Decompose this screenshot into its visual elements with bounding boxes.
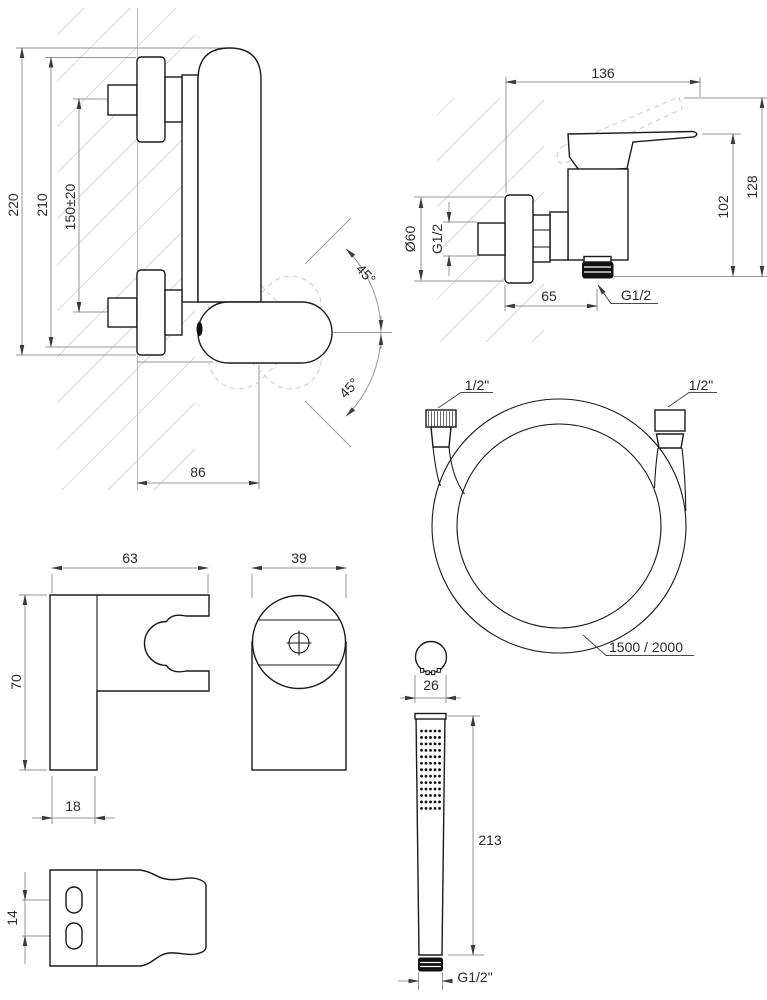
right-thread-leader	[667, 392, 717, 408]
left-thread-leader	[437, 392, 493, 409]
dim-head-diameter: 26	[423, 677, 439, 693]
dim-total-height: 220	[5, 193, 21, 217]
head-nozzle-teeth	[420, 668, 441, 676]
dim-slot-spacing: 14	[4, 910, 20, 926]
mixer-lever	[567, 130, 698, 173]
hose-nut-left	[425, 409, 457, 428]
front-dimension-lines	[418, 79, 765, 309]
holder-front-view	[251, 565, 347, 771]
holder-front-extensions	[251, 574, 347, 598]
side-extension-lines	[16, 47, 392, 489]
dim-escutcheon-span: 210	[34, 193, 50, 217]
handshower-view	[398, 640, 484, 990]
dim-mixer-body-height: 102	[715, 195, 731, 219]
dim-inlet-thread: G1/2	[429, 223, 445, 255]
mixer-handle-side	[197, 301, 333, 364]
adapter-top	[164, 76, 183, 123]
hose-inner-loop	[456, 423, 662, 629]
spray-face-dots	[420, 729, 441, 810]
mounting-slot	[65, 886, 83, 914]
dim-holder-front-width: 39	[291, 550, 307, 566]
hose-end-right	[653, 447, 659, 489]
label-handshower-thread: G1/2"	[457, 969, 493, 985]
hose-end-right	[681, 447, 687, 512]
dim-handshower-length: 213	[478, 832, 502, 848]
dim-holder-height: 70	[8, 674, 24, 690]
dim-escutcheon-diameter: Ø60	[402, 225, 418, 253]
handshower-cap	[414, 712, 447, 720]
label-outlet-thread: G1/2	[620, 287, 652, 303]
hose-end-left	[448, 446, 465, 495]
mixer-side-view	[16, 8, 392, 490]
handshower-thread	[418, 957, 443, 972]
mixer-body	[197, 47, 262, 303]
hose-nipple-right	[654, 409, 686, 432]
hose-outer-loop	[431, 398, 687, 654]
shower-hose-view	[425, 392, 717, 656]
label-hose-thread-left: 1/2"	[464, 377, 490, 393]
label-hose-length: 1500 / 2000	[609, 639, 683, 655]
holder-top-view	[22, 869, 207, 967]
nipple-taper	[655, 433, 685, 449]
dim-mixer-total-height: 128	[744, 175, 760, 199]
adapter-front	[532, 214, 551, 263]
inlet-pipe-top	[107, 84, 138, 116]
dim-depth-from-wall: 86	[190, 464, 206, 480]
hose-end-left	[432, 446, 442, 487]
dim-holder-width: 63	[122, 550, 138, 566]
outlet-thread	[582, 261, 614, 279]
handshower-head-top	[414, 640, 448, 674]
lever-ghost	[556, 96, 683, 164]
hose-nut-neck	[430, 426, 452, 448]
dim-mixer-width: 136	[591, 65, 615, 81]
holder-side-dimensions	[22, 565, 209, 821]
nut-knurling	[428, 411, 453, 426]
adapter-bottom	[164, 289, 183, 336]
dim-outlet-offset: 65	[541, 288, 557, 304]
inlet-pipe-bottom	[107, 297, 138, 328]
holder-side-outline	[49, 594, 210, 771]
outlet-seat	[583, 255, 612, 263]
handshower-dimensions	[398, 695, 476, 984]
body-wall-connector	[549, 211, 569, 261]
escutcheon-front	[504, 194, 534, 284]
dim-holder-plate-depth: 18	[65, 798, 81, 814]
mixer-body-front	[567, 168, 629, 261]
outlet-thread-leader	[597, 284, 658, 304]
holder-top-outline	[49, 869, 207, 967]
mixer-neck	[181, 74, 199, 303]
dim-inlet-spacing: 150±20	[62, 183, 78, 231]
label-hose-thread-right: 1/2"	[688, 377, 714, 393]
mixer-front-view	[414, 77, 767, 342]
inlet-pipe-front	[477, 222, 506, 256]
hose-length-leader	[582, 634, 694, 656]
handle-pivot	[196, 322, 203, 336]
holder-side-view	[19, 565, 210, 824]
mounting-slot	[65, 922, 83, 950]
escutcheon-bottom	[136, 269, 166, 356]
escutcheon-top	[136, 56, 166, 143]
side-dimension-lines	[19, 47, 384, 486]
